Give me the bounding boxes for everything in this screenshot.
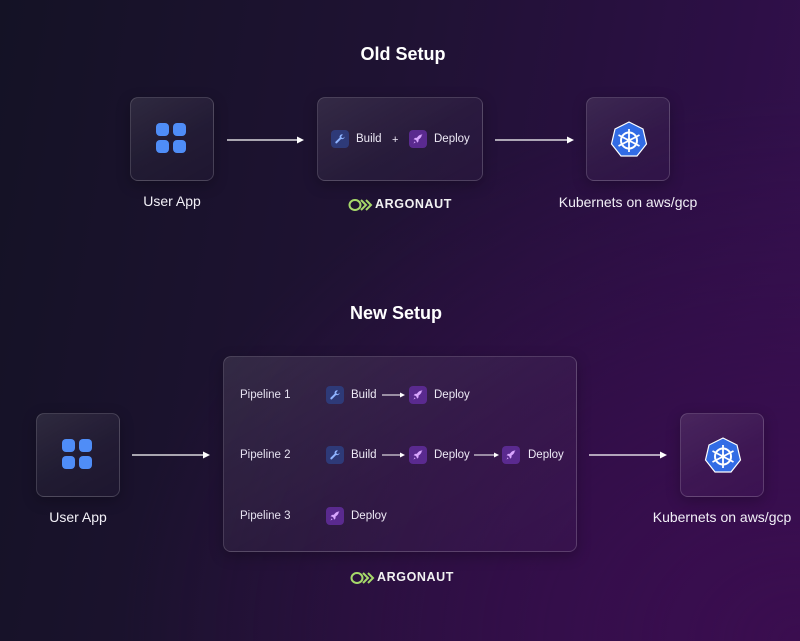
- rocket-icon: [502, 446, 520, 464]
- old-deploy-label: Deploy: [434, 133, 470, 145]
- new-setup-title: New Setup: [349, 303, 442, 323]
- pipeline-1-step-build: Build: [351, 389, 377, 401]
- pipeline-1-arrow: [382, 392, 405, 398]
- rocket-icon: [409, 130, 427, 148]
- new-k8s-label: Kubernets on aws/gcp: [652, 509, 792, 525]
- old-build-label: Build: [356, 133, 382, 145]
- new-arrow-pipelines-to-k8s: [589, 451, 667, 459]
- rocket-icon: [326, 507, 344, 525]
- grid-apps-icon: [156, 123, 188, 155]
- old-k8s-card: [586, 97, 670, 181]
- old-setup-title: Old Setup: [360, 44, 446, 64]
- new-arrow-app-to-pipelines: [132, 451, 210, 459]
- pipeline-2-arrow-2: [474, 452, 499, 458]
- rocket-icon: [409, 446, 427, 464]
- old-user-app-card: [130, 97, 214, 181]
- kubernetes-helm-icon: [610, 121, 648, 157]
- new-user-app-label: User App: [49, 509, 107, 525]
- pipeline-2-step-deploy-2: Deploy: [528, 449, 564, 461]
- new-logo-text: ARGONAUT: [377, 570, 455, 584]
- wrench-icon: [326, 386, 344, 404]
- kubernetes-helm-icon: [704, 437, 742, 473]
- old-arrow-argonaut-to-k8s: [495, 136, 574, 144]
- rocket-icon: [409, 386, 427, 404]
- new-k8s-card: [680, 413, 764, 497]
- old-user-app-label: User App: [143, 193, 201, 209]
- old-build-deploy-card: Build + Deploy: [317, 97, 483, 181]
- argonaut-chevrons-icon: [348, 199, 373, 211]
- new-argonaut-logo: ARGONAUT: [350, 570, 460, 586]
- pipeline-2-label: Pipeline 2: [240, 449, 291, 461]
- pipeline-1-step-deploy: Deploy: [434, 389, 470, 401]
- plus-sign: +: [392, 134, 399, 146]
- pipeline-2-step-build: Build: [351, 449, 377, 461]
- old-arrow-app-to-argonaut: [227, 136, 304, 144]
- old-k8s-label: Kubernets on aws/gcp: [558, 194, 698, 210]
- grid-apps-icon: [62, 439, 94, 471]
- pipeline-3-step-deploy: Deploy: [351, 510, 387, 522]
- new-user-app-card: [36, 413, 120, 497]
- pipeline-2-arrow-1: [382, 452, 405, 458]
- pipelines-card: Pipeline 1 Build Deploy Pipeline 2 Build…: [223, 356, 577, 552]
- old-argonaut-logo: ARGONAUT: [348, 197, 458, 213]
- old-logo-text: ARGONAUT: [375, 197, 453, 211]
- pipeline-2-step-deploy-1: Deploy: [434, 449, 470, 461]
- wrench-icon: [331, 130, 349, 148]
- argonaut-chevrons-icon: [350, 572, 375, 584]
- pipeline-1-label: Pipeline 1: [240, 389, 291, 401]
- wrench-icon: [326, 446, 344, 464]
- pipeline-3-label: Pipeline 3: [240, 510, 291, 522]
